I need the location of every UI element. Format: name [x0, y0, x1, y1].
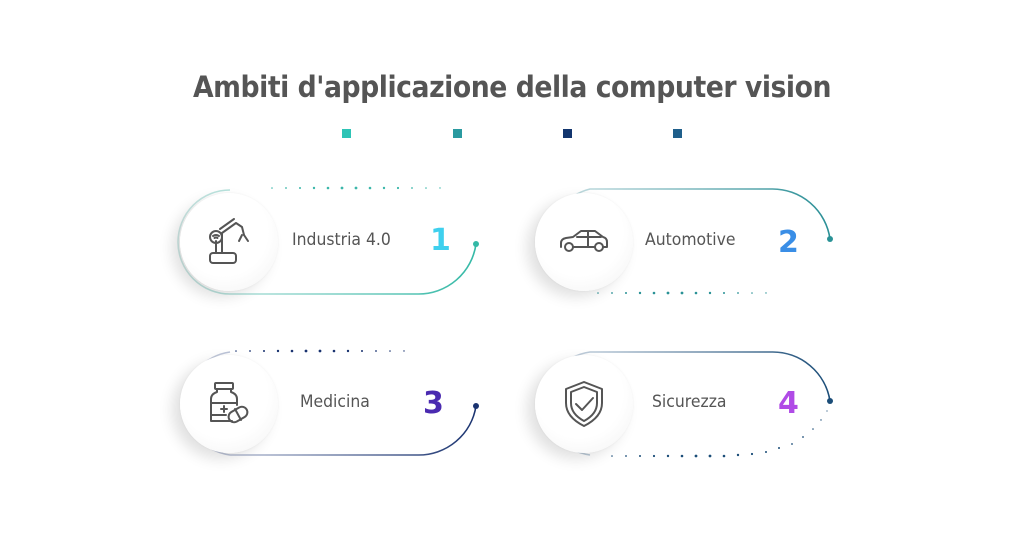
item-4-label: Sicurezza: [652, 392, 727, 412]
item-1-number: 1: [430, 223, 451, 258]
item-4-icon-circle: [535, 355, 633, 453]
decor-square-4: [673, 129, 682, 138]
medicine-bottle-pill-icon: [210, 382, 249, 424]
item-3-number: 3: [423, 386, 444, 421]
item-1-label: Industria 4.0: [292, 230, 391, 250]
item-2-icon-circle: [535, 193, 633, 291]
item-2-number: 2: [778, 225, 799, 260]
item-3-label: Medicina: [300, 392, 370, 412]
item-3-icon-circle: [180, 355, 278, 453]
robotic-arm-icon: [209, 218, 249, 264]
decor-square-2: [453, 129, 462, 138]
decor-square-1: [342, 129, 351, 138]
item-4-number: 4: [778, 386, 799, 421]
item-1-icon-circle: [180, 193, 278, 291]
decor-square-3: [563, 129, 572, 138]
shield-check-icon: [565, 381, 603, 427]
page-title: Ambiti d'applicazione della computer vis…: [192, 70, 832, 104]
item-2-label: Automotive: [645, 230, 736, 250]
car-icon: [560, 230, 608, 252]
